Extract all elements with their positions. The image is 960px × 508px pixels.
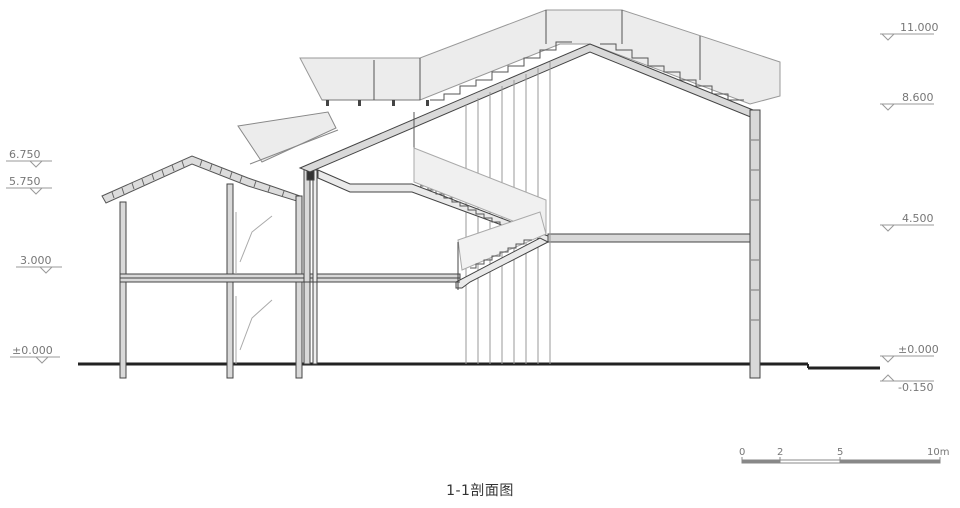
main-building [298,9,781,379]
elev-right-neg150: -0.150 [898,381,933,394]
scale-tick-5: 5 [837,447,843,458]
elev-left-0000: ±0.000 [12,344,53,357]
elev-right-4500: 4.500 [902,212,934,225]
elevation-markers-left [6,160,62,364]
connector [237,111,339,365]
scale-tick-2: 2 [777,447,783,458]
elev-right-8600: 8.600 [902,91,934,104]
left-pavilion [101,155,461,379]
elevation-markers-right [880,33,934,382]
scale-bar: 0 2 5 10m [739,447,949,464]
elev-right-0000: ±0.000 [898,343,939,356]
elev-right-11000: 11.000 [900,21,939,34]
scale-tick-0: 0 [739,447,745,458]
scale-tick-10m: 10m [927,447,949,458]
elev-left-6750: 6.750 [9,148,41,161]
elev-left-3000: 3.000 [20,254,52,267]
drawing-title: 1-1剖面图 [446,483,514,499]
elev-left-5750: 5.750 [9,175,41,188]
ground [78,362,880,370]
